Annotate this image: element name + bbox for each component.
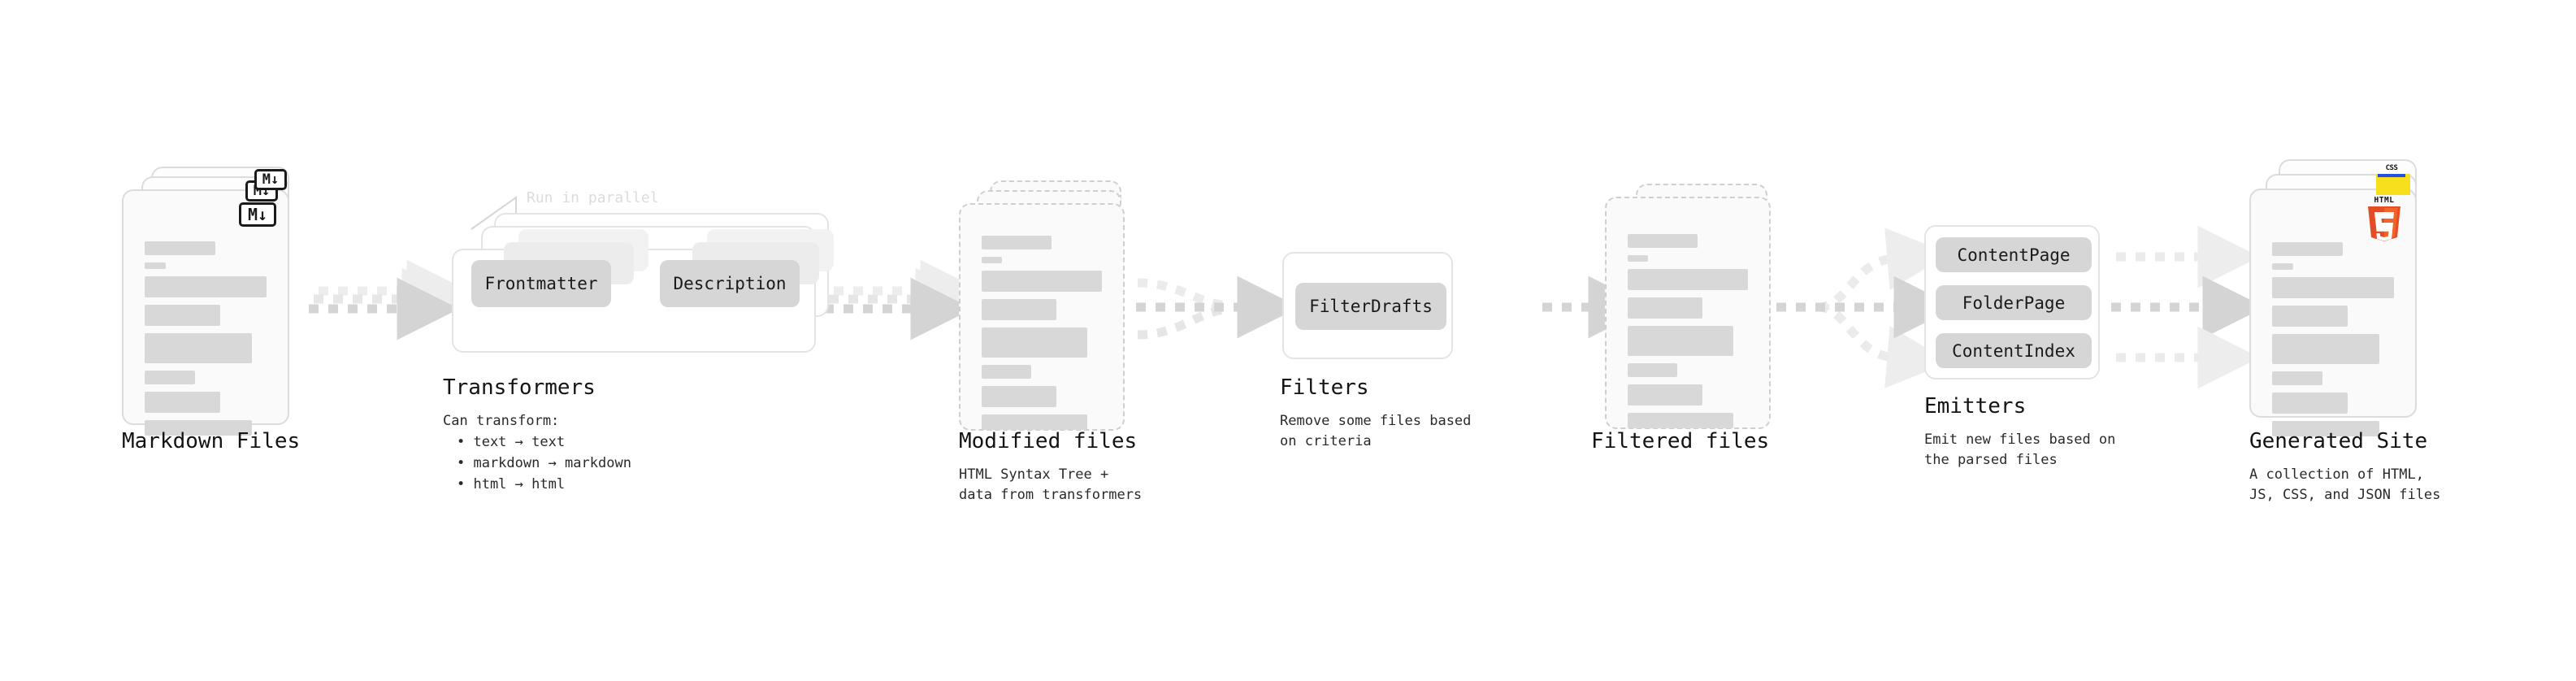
content-bar (145, 262, 166, 269)
markdown-badge-back: M↓ (254, 169, 287, 190)
folderpage-chip[interactable]: FolderPage (1936, 285, 2092, 320)
svg-text:HTML: HTML (2374, 196, 2395, 205)
emitters-subtitle: Emit new files based on the parsed files (1924, 432, 2116, 468)
content-bar (145, 420, 252, 436)
filtered-files-title: Filtered files (1591, 429, 1770, 453)
markdown-card-front: M↓ (122, 189, 289, 436)
content-bar (1628, 363, 1677, 377)
frontmatter-chip[interactable]: Frontmatter (471, 260, 611, 307)
css3-icon-underline (2378, 174, 2405, 177)
site-card-content (2272, 242, 2394, 444)
transformers-title: Transformers (443, 375, 596, 400)
contentindex-chip[interactable]: ContentIndex (1936, 333, 2092, 368)
modified-files-title: Modified files (959, 429, 1138, 453)
content-bar (2272, 371, 2322, 385)
modified-card-content (982, 236, 1102, 437)
site-card-front: HTML (2249, 189, 2417, 436)
transformers-bullet-0: • text → text (457, 434, 566, 450)
content-bar (1628, 269, 1748, 290)
content-bar (1628, 297, 1702, 319)
filtered-card-front (1605, 197, 1771, 429)
content-bar (982, 257, 1003, 263)
content-bar (145, 276, 267, 297)
content-bar (982, 327, 1088, 358)
content-bar (145, 241, 215, 255)
content-bar (145, 333, 252, 363)
content-bar (982, 386, 1056, 407)
arrow-filtered-to-emitters (1776, 228, 1957, 388)
transformers-bullet-2: • html → html (457, 476, 566, 492)
filters-box: FilterDrafts (1282, 252, 1453, 359)
transformers-box-front: Frontmatter Description (452, 229, 834, 353)
content-bar (982, 414, 1088, 430)
arrow-emitters-to-site (2111, 225, 2266, 389)
emitters-box: ContentPage FolderPage ContentIndex (1924, 225, 2100, 380)
content-bar (982, 299, 1056, 320)
markdown-files-title: Markdown Files (122, 429, 301, 453)
filters-title: Filters (1280, 375, 1369, 400)
content-bar (145, 371, 195, 384)
modified-card-front (959, 203, 1125, 431)
generated-site-title: Generated Site (2249, 429, 2428, 453)
css3-icon: CSS (2378, 159, 2405, 177)
arrow-transformers-to-modified (824, 259, 983, 340)
content-bar (2272, 242, 2343, 256)
content-bar (1628, 384, 1702, 406)
arrow-modified-to-filters (1136, 275, 1300, 340)
content-bar (2272, 421, 2379, 436)
content-bar (1628, 413, 1734, 428)
content-bar (982, 236, 1052, 249)
run-in-parallel-label: Run in parallel (527, 189, 659, 206)
arrow-markdown-to-transformers (309, 259, 470, 340)
content-bar (982, 365, 1031, 379)
emitters-title: Emitters (1924, 394, 2027, 419)
contentpage-chip[interactable]: ContentPage (1936, 237, 2092, 272)
content-bar (2272, 263, 2293, 270)
filterdrafts-chip[interactable]: FilterDrafts (1295, 283, 1446, 330)
content-bar (145, 305, 220, 326)
content-bar (1628, 255, 1649, 262)
content-bar (2272, 277, 2394, 298)
content-bar (2272, 393, 2348, 414)
content-bar (2272, 334, 2379, 364)
content-bar (1628, 326, 1734, 356)
content-bar (1628, 234, 1698, 248)
filtered-card-content (1628, 234, 1748, 436)
html5-icon: HTML (2368, 196, 2400, 241)
content-bar (2272, 306, 2348, 327)
js-icon (2376, 174, 2410, 195)
markdown-card-content (145, 241, 267, 443)
filters-subtitle: Remove some files based on criteria (1280, 413, 1472, 449)
generated-site-subtitle: A collection of HTML, JS, CSS, and JSON … (2249, 466, 2441, 503)
markdown-badge-front: M↓ (239, 202, 276, 227)
transformers-subtitle: Can transform: (443, 413, 560, 429)
modified-files-subtitle: HTML Syntax Tree + data from transformer… (959, 466, 1143, 503)
css3-icon-label: CSS (2385, 164, 2398, 172)
content-bar (982, 271, 1102, 292)
content-bar (145, 392, 220, 413)
description-chip[interactable]: Description (660, 260, 800, 307)
transformers-bullet-1: • markdown → markdown (457, 455, 631, 471)
